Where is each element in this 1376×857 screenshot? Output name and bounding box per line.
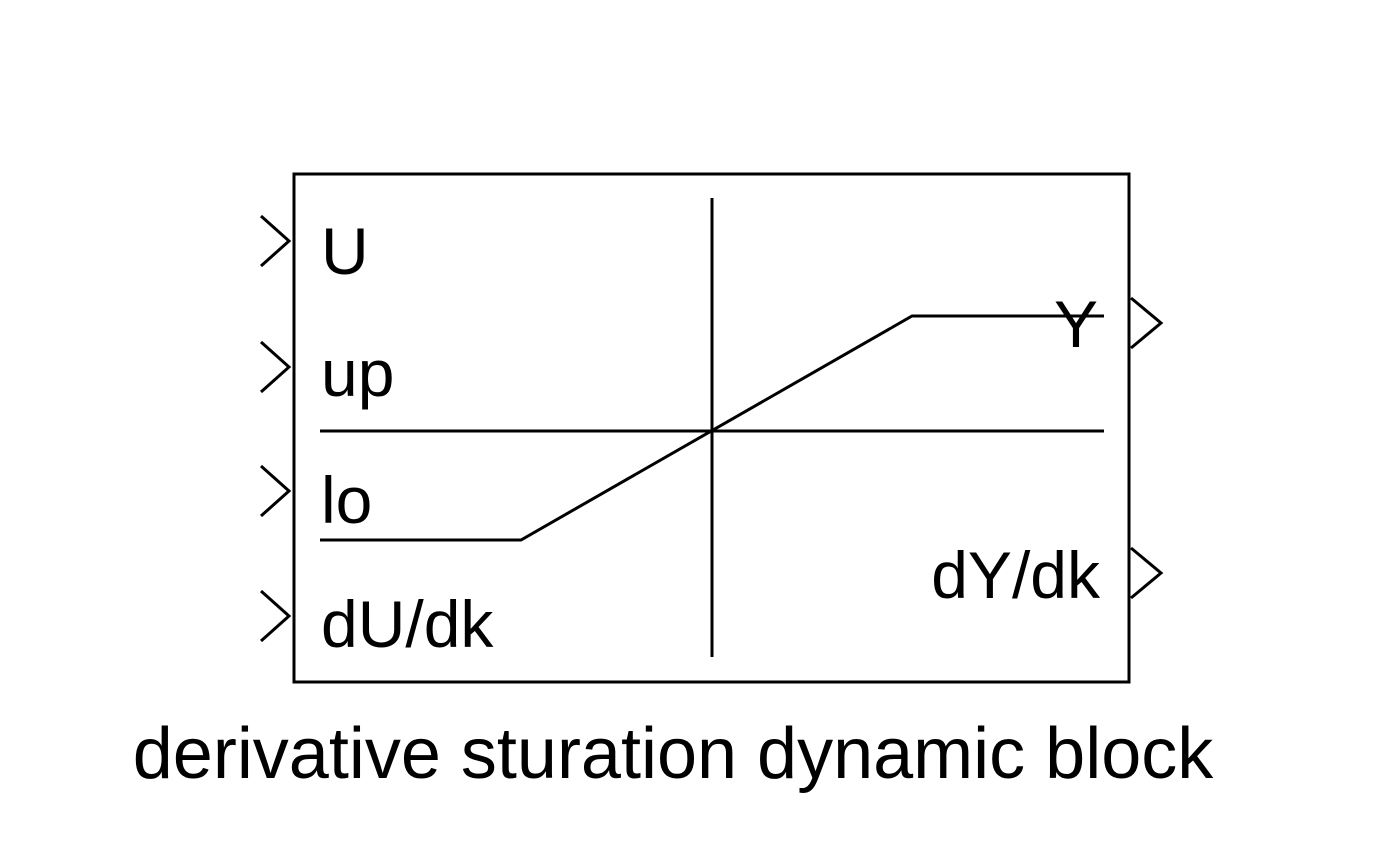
output-port-dy-dk[interactable] bbox=[1130, 546, 1164, 600]
input-port-lo[interactable] bbox=[260, 464, 292, 518]
input-label-up: up bbox=[321, 336, 394, 410]
output-label-y: Y bbox=[1054, 287, 1098, 361]
block-frame bbox=[292, 172, 1131, 684]
input-label-du-dk: dU/dk bbox=[321, 587, 494, 661]
saturation-curve bbox=[320, 314, 1104, 542]
input-port-up[interactable] bbox=[260, 340, 292, 394]
input-port-du-dk[interactable] bbox=[260, 589, 292, 643]
block-caption: derivative sturation dynamic block bbox=[133, 714, 1214, 794]
output-label-dy-dk: dY/dk bbox=[931, 538, 1101, 612]
input-port-u[interactable] bbox=[260, 214, 292, 268]
input-label-lo: lo bbox=[321, 463, 372, 537]
output-port-y[interactable] bbox=[1130, 296, 1164, 350]
input-label-u: U bbox=[321, 214, 369, 288]
